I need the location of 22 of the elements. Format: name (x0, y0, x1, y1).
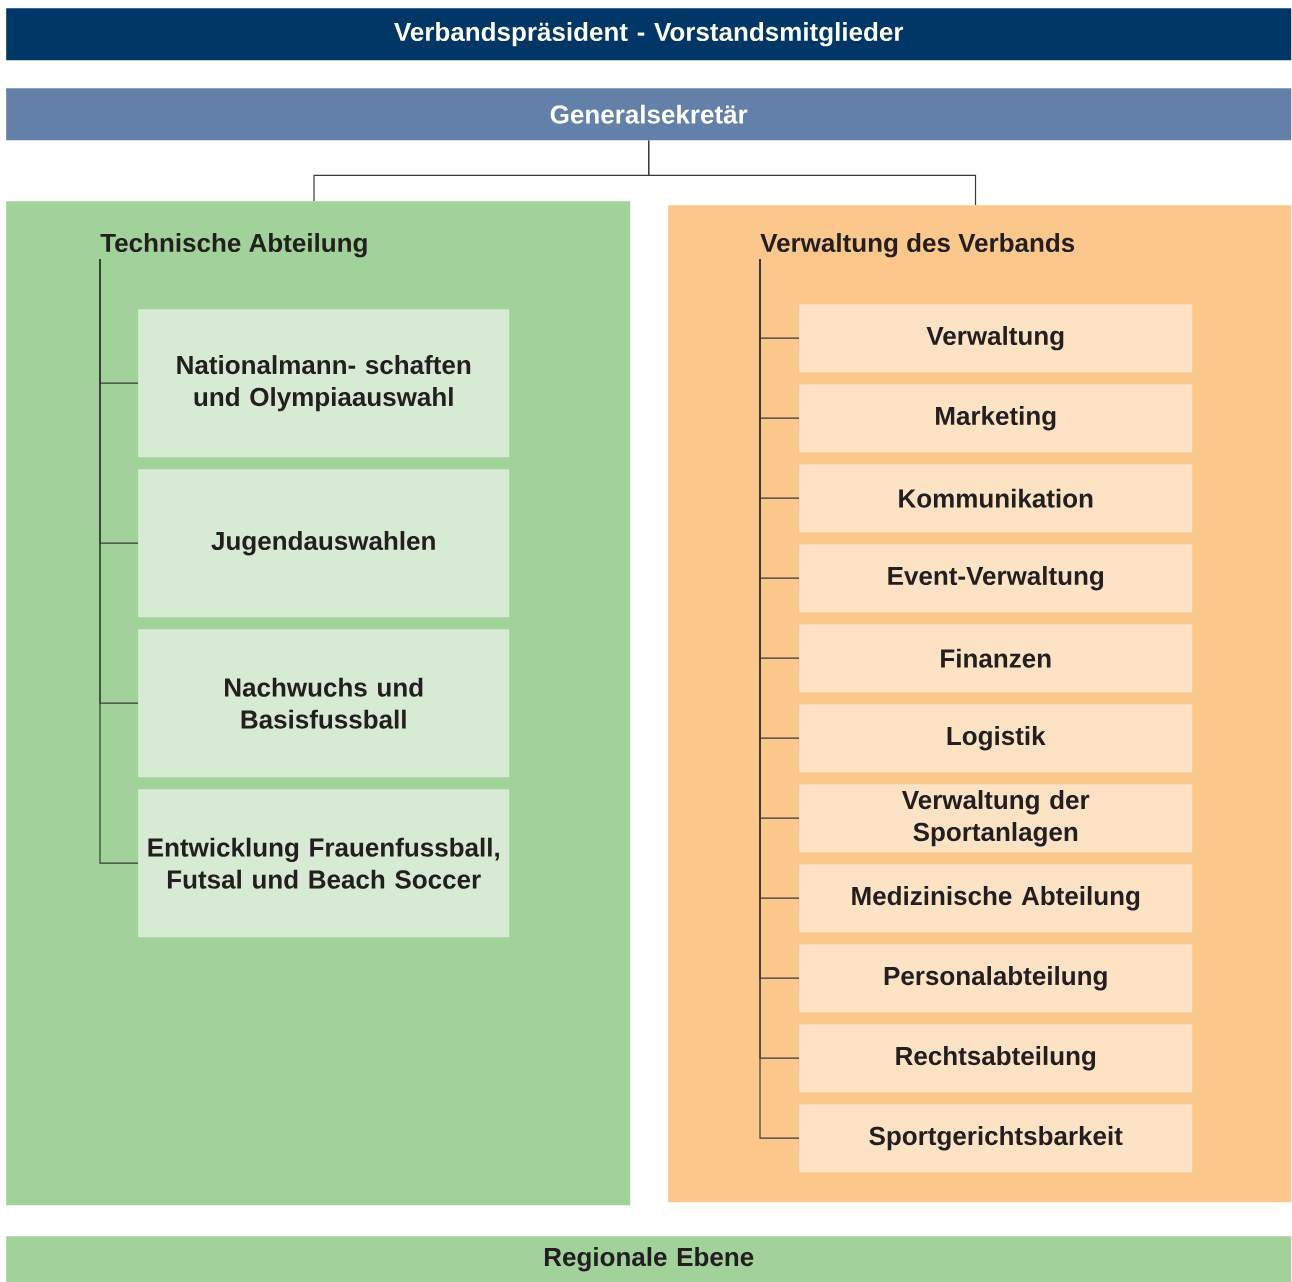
unit-box: Finanzen (799, 624, 1193, 693)
unit-box: Nationalmann- schaften und Olympiaauswahl (138, 309, 510, 458)
unit-box: Medizinische Abteilung (799, 864, 1193, 933)
panel-heading: Verwaltung des Verbands (760, 233, 1075, 258)
unit-box: Verwaltung (799, 304, 1193, 373)
unit-box: Entwicklung Frauenfussball, Futsal und Beach Soccer (138, 789, 510, 938)
unit-box: Marketing (799, 384, 1193, 453)
unit-box: Sportgerichtsbarkeit (799, 1104, 1193, 1173)
unit-box: Logistik (799, 704, 1193, 773)
header-bar: Generalsekretär (6, 88, 1292, 141)
header-bar: Verbandspräsident - Vorstandsmitglieder (6, 8, 1292, 61)
unit-box: Rechtsabteilung (799, 1024, 1193, 1093)
connector-line (648, 139, 977, 206)
unit-box: Kommunikation (799, 464, 1193, 533)
unit-box: Jugendauswahlen (138, 469, 510, 618)
unit-box: Nachwuchs und Basisfussball (138, 629, 510, 778)
unit-box: Event-Verwaltung (799, 544, 1193, 613)
panel-heading: Technische Abteilung (100, 233, 367, 258)
unit-box: Personalabteilung (799, 944, 1193, 1013)
connector-line (99, 258, 139, 864)
unit-box: Verwaltung der Sportanlagen (799, 784, 1193, 853)
footer-bar: Regionale Ebene (6, 1236, 1292, 1282)
